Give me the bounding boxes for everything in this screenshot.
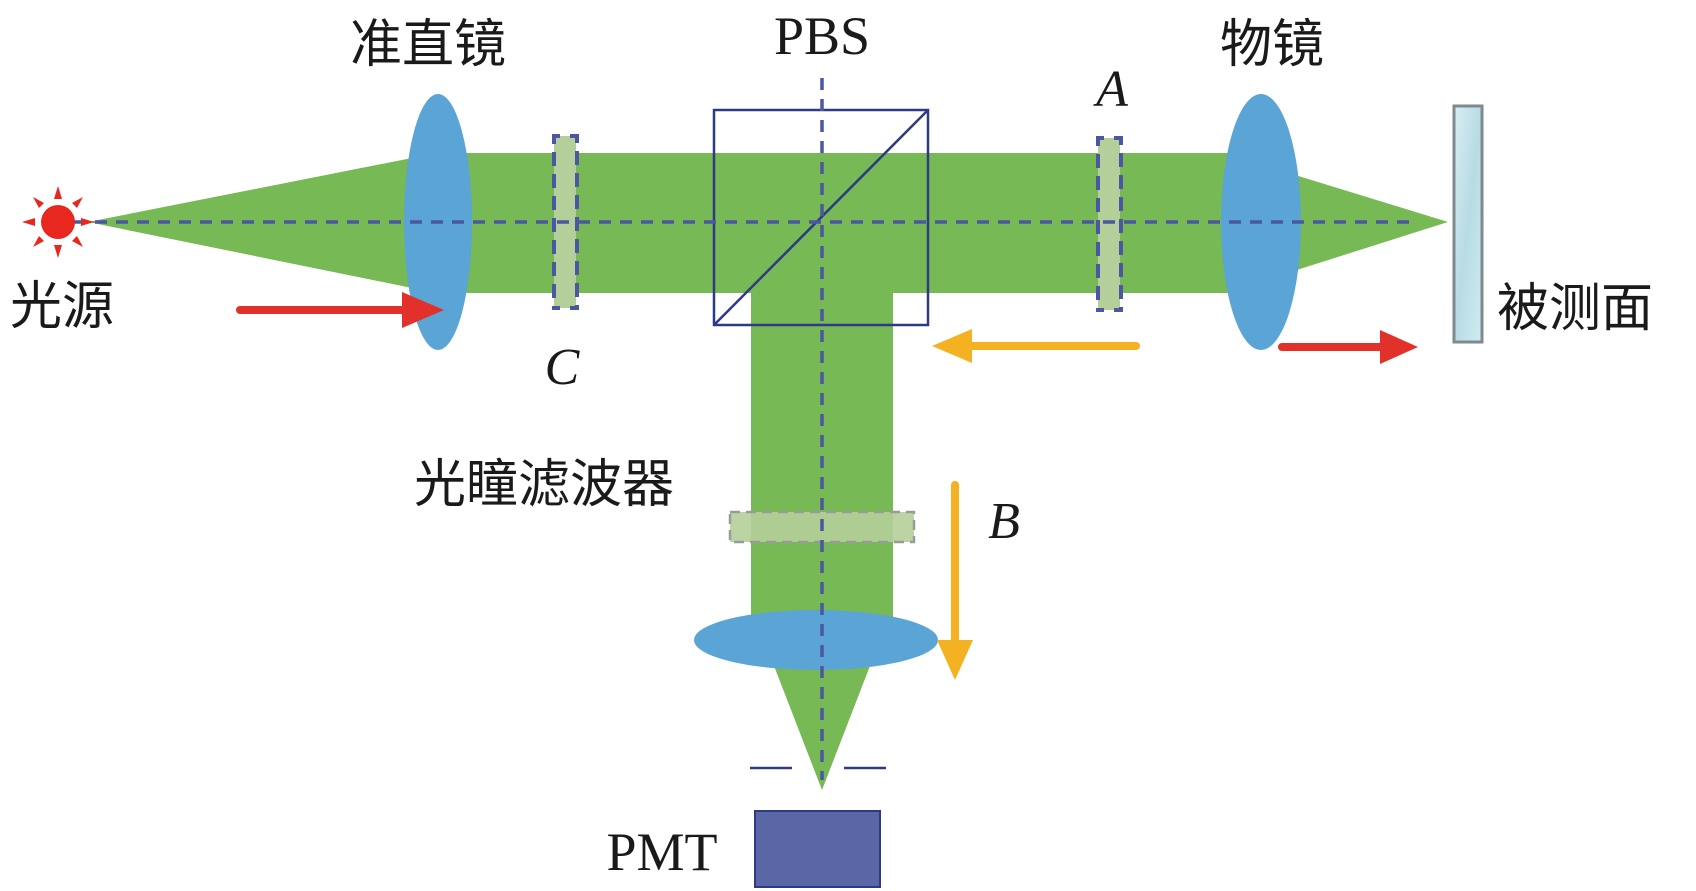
label-pupil-filter: 光瞳滤波器 — [414, 455, 674, 515]
label-light-source: 光源 — [10, 277, 114, 337]
arrow-orange-return — [932, 329, 1140, 363]
surface-under-test — [1452, 104, 1484, 344]
label-objective: 物镜 — [1220, 15, 1324, 75]
label-position-a: A — [1093, 61, 1128, 118]
filter-position-a — [1096, 136, 1123, 312]
arrow-red-incoming — [236, 292, 444, 328]
pmt-detector — [754, 810, 881, 888]
label-pmt: PMT — [606, 822, 717, 882]
label-position-c: C — [545, 339, 581, 396]
light-source-icon — [22, 186, 94, 258]
arrow-red-outgoing — [1278, 330, 1418, 364]
arrow-orange-down — [937, 481, 973, 680]
label-position-b: B — [988, 493, 1020, 550]
label-collimator: 准直镜 — [350, 15, 506, 75]
label-surface-under-test: 被测面 — [1497, 279, 1653, 339]
focusing-lens — [694, 610, 938, 670]
label-pbs: PBS — [774, 6, 870, 66]
